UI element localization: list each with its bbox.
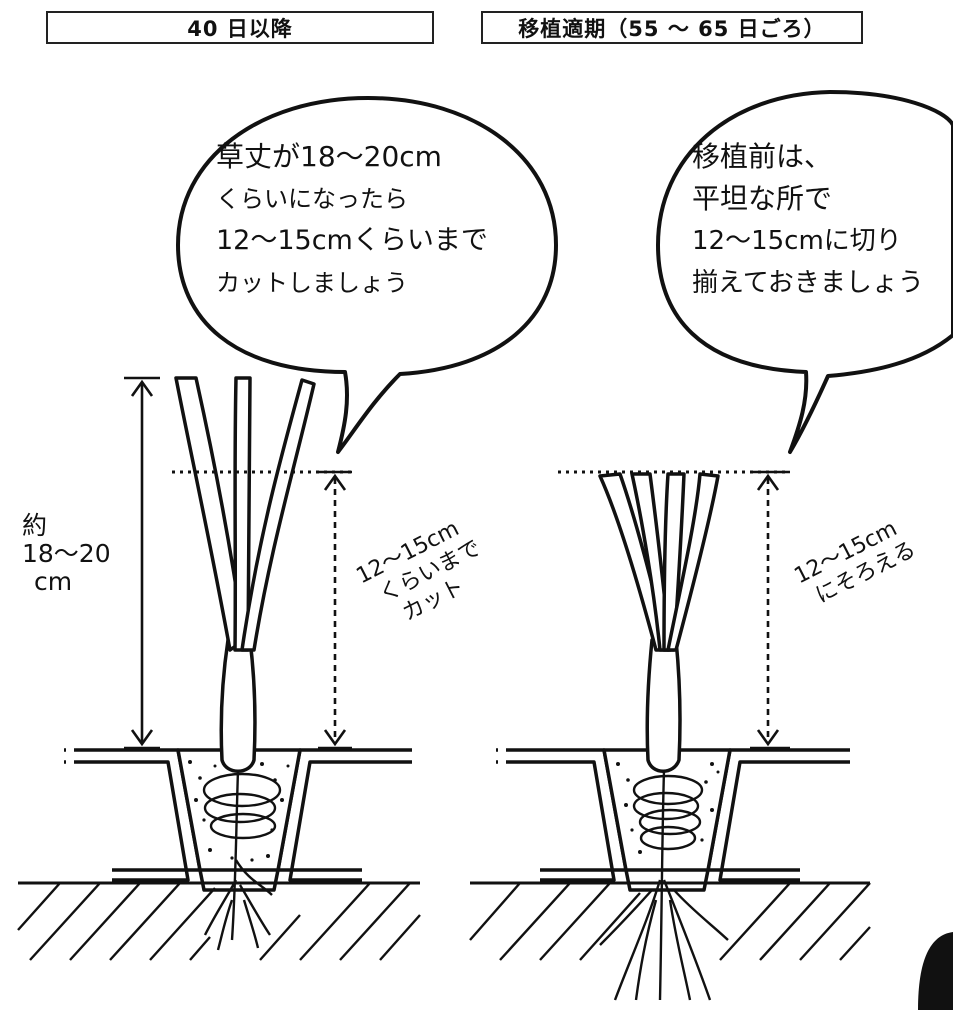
left-roots xyxy=(202,769,282,951)
right-speech-bubble xyxy=(656,90,953,454)
header-40-days: 40 日以降 xyxy=(46,11,434,44)
measure-prefix: 約 xyxy=(22,511,48,540)
left-total-height-label: 約 18〜20 cm xyxy=(22,512,111,596)
left-soil-dots xyxy=(188,760,290,862)
right-bubble-text: 移植前は、 平坦な所で 12〜15cmに切り 揃えておきましょう xyxy=(692,136,924,304)
measure-unit: cm xyxy=(34,567,73,596)
left-bubble-text: 草丈が18〜20cm くらいになったら 12〜15cmくらいまで カットしましょ… xyxy=(216,136,488,304)
right-roots xyxy=(599,769,729,1001)
right-bubble-line-3: 12〜15cmに切り xyxy=(692,226,902,256)
left-speech-bubble xyxy=(176,96,558,454)
right-bubble-line-4: 揃えておきましょう xyxy=(692,268,924,298)
right-bubble-line-1: 移植前は、 xyxy=(692,140,833,173)
ground xyxy=(17,881,871,961)
measure-range: 18〜20 xyxy=(22,539,111,568)
left-seedling xyxy=(174,376,316,773)
right-cut-height-arrow xyxy=(750,470,790,750)
right-bubble-line-2: 平坦な所で xyxy=(692,182,833,215)
right-soil-dots xyxy=(616,762,720,854)
page-corner-tab xyxy=(918,932,953,1010)
header-transplant-period: 移植適期（55 〜 65 日ごろ） xyxy=(481,11,863,44)
left-bubble-line-2: くらいになったら xyxy=(216,185,408,213)
left-bubble-line-1: 草丈が18〜20cm xyxy=(216,140,442,173)
left-total-height-arrow xyxy=(124,376,160,750)
right-seedling xyxy=(598,472,720,773)
left-bubble-line-3: 12〜15cmくらいまで xyxy=(216,225,488,256)
left-cut-height-arrow xyxy=(318,470,352,750)
left-bubble-line-4: カットしましょう xyxy=(216,269,408,297)
right-cell-tray xyxy=(496,748,858,892)
